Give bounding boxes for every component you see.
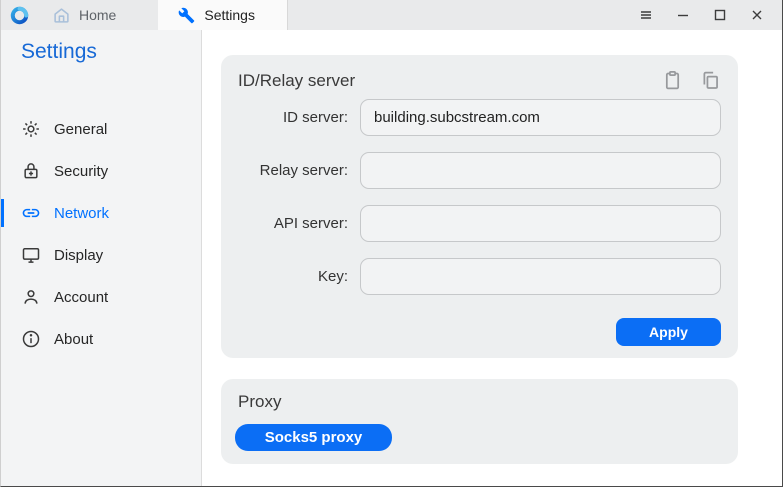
key-label: Key: xyxy=(238,268,360,285)
relay-server-input[interactable] xyxy=(360,152,721,189)
sidebar-item-label: Account xyxy=(54,289,108,306)
tab-settings[interactable]: Settings xyxy=(158,0,288,30)
rustdesk-logo-icon xyxy=(10,6,29,25)
paste-icon[interactable] xyxy=(662,70,683,91)
app-body: Settings General xyxy=(1,30,782,487)
sidebar-item-label: Display xyxy=(54,247,103,264)
key-input[interactable] xyxy=(360,258,721,295)
app-logo xyxy=(1,0,39,30)
sidebar-item-general[interactable]: General xyxy=(1,108,201,150)
relay-server-row: Relay server: xyxy=(238,152,721,189)
relay-server-label: Relay server: xyxy=(238,162,360,179)
home-icon xyxy=(53,7,70,24)
lock-icon xyxy=(21,161,41,181)
page-title: Settings xyxy=(21,40,201,64)
sidebar-item-label: General xyxy=(54,121,107,138)
sidebar-item-about[interactable]: About xyxy=(1,318,201,360)
close-icon[interactable] xyxy=(744,2,770,28)
proxy-title: Proxy xyxy=(238,392,281,411)
sidebar-item-security[interactable]: Security xyxy=(1,150,201,192)
sidebar-item-label: Security xyxy=(54,163,108,180)
monitor-icon xyxy=(21,245,41,265)
settings-sidebar: Settings General xyxy=(1,30,202,487)
apply-row: Apply xyxy=(238,318,721,346)
tab-home[interactable]: Home xyxy=(39,0,130,30)
sidebar-item-label: Network xyxy=(54,205,109,222)
copy-icon[interactable] xyxy=(700,70,721,91)
window-controls xyxy=(633,0,782,30)
card-title: ID/Relay server xyxy=(238,71,355,91)
card-header-icons xyxy=(662,70,721,91)
api-server-label: API server: xyxy=(238,215,360,232)
id-server-label: ID server: xyxy=(238,109,360,126)
id-server-row: ID server: xyxy=(238,99,721,136)
maximize-icon[interactable] xyxy=(707,2,733,28)
key-row: Key: xyxy=(238,258,721,295)
id-server-input[interactable] xyxy=(360,99,721,136)
sidebar-item-display[interactable]: Display xyxy=(1,234,201,276)
titlebar: Home Settings xyxy=(1,0,782,30)
wrench-icon xyxy=(178,7,195,24)
tab-home-label: Home xyxy=(79,7,116,23)
main-content: ID/Relay server xyxy=(202,30,782,487)
tab-settings-label: Settings xyxy=(204,7,255,23)
minimize-icon[interactable] xyxy=(670,2,696,28)
socks5-proxy-button[interactable]: Socks5 proxy xyxy=(235,424,392,451)
sidebar-item-account[interactable]: Account xyxy=(1,276,201,318)
person-icon xyxy=(21,287,41,307)
sidebar-item-label: About xyxy=(54,331,93,348)
id-relay-card-header: ID/Relay server xyxy=(238,68,721,91)
link-icon xyxy=(21,203,41,223)
sidebar-item-network[interactable]: Network xyxy=(1,192,201,234)
gear-icon xyxy=(21,119,41,139)
apply-button[interactable]: Apply xyxy=(616,318,721,346)
id-relay-server-card: ID/Relay server xyxy=(221,55,738,358)
menu-icon[interactable] xyxy=(633,2,659,28)
api-server-input[interactable] xyxy=(360,205,721,242)
api-server-row: API server: xyxy=(238,205,721,242)
info-icon xyxy=(21,329,41,349)
proxy-card: Proxy Socks5 proxy xyxy=(221,379,738,464)
